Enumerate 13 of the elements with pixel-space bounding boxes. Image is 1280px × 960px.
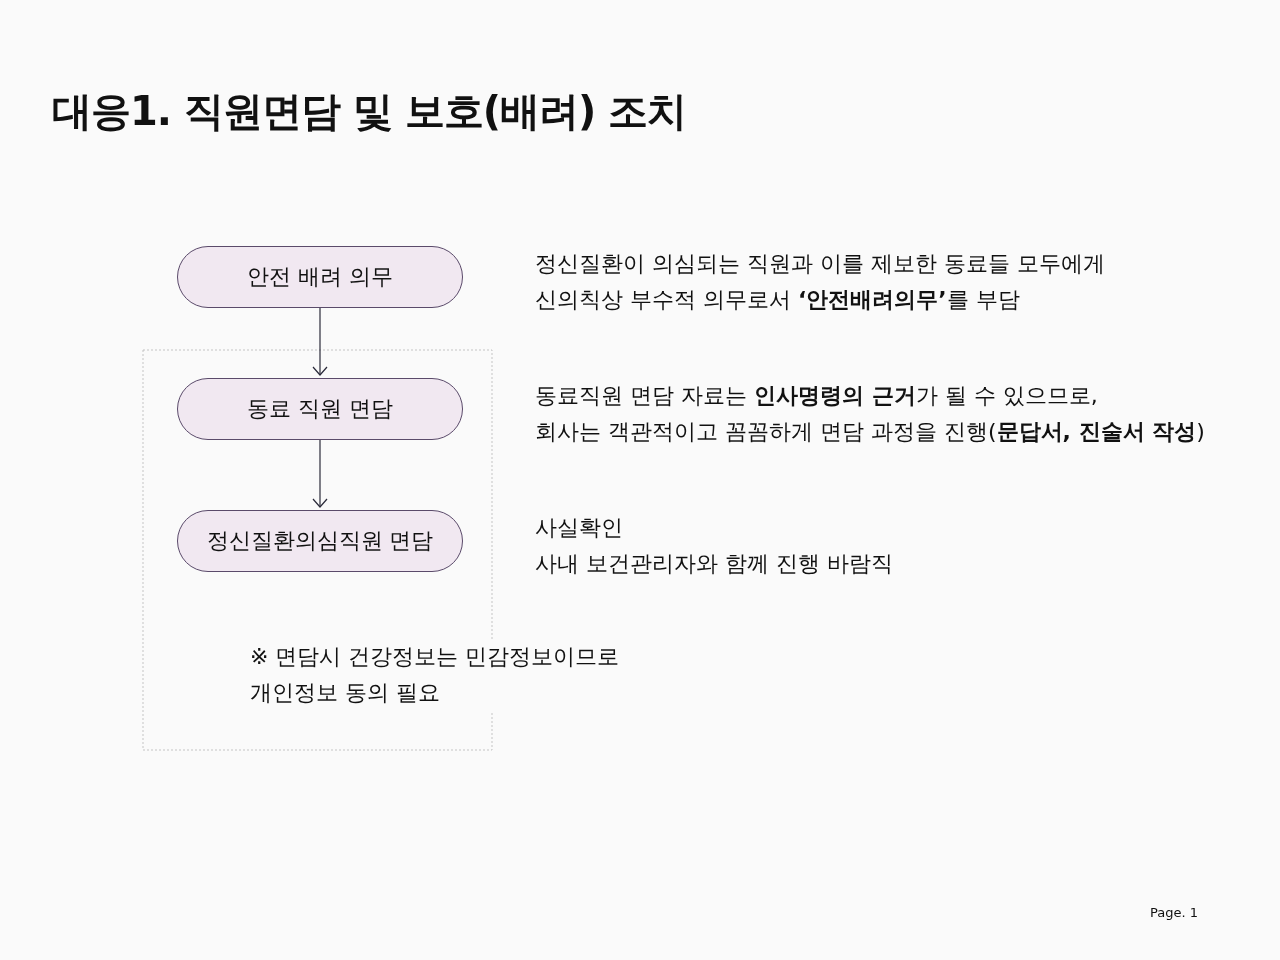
node-label: 동료 직원 면담 bbox=[247, 395, 393, 423]
description-text: 동료직원 면담 자료는 인사명령의 근거가 될 수 있으므로, bbox=[535, 382, 1098, 410]
description-text: 사실확인 bbox=[535, 514, 623, 542]
description-text: 정신질환이 의심되는 직원과 이를 제보한 동료들 모두에게 bbox=[535, 250, 1105, 278]
node-label: 안전 배려 의무 bbox=[247, 263, 393, 291]
description-text: 회사는 객관적이고 꼼꼼하게 면담 과정을 진행(문답서, 진술서 작성) bbox=[535, 418, 1205, 446]
description-text: 사내 보건관리자와 함께 진행 바람직 bbox=[535, 550, 893, 578]
page-number: Page. 1 bbox=[1150, 905, 1198, 920]
node-label: 정신질환의심직원 면담 bbox=[206, 527, 434, 555]
description-text: 신의칙상 부수적 의무로서 ‘안전배려의무’를 부담 bbox=[535, 286, 1020, 314]
arrow bbox=[312, 439, 328, 508]
title: 대응1. 직원면담 및 보호(배려) 조치 bbox=[52, 87, 687, 136]
arrow bbox=[312, 307, 328, 376]
